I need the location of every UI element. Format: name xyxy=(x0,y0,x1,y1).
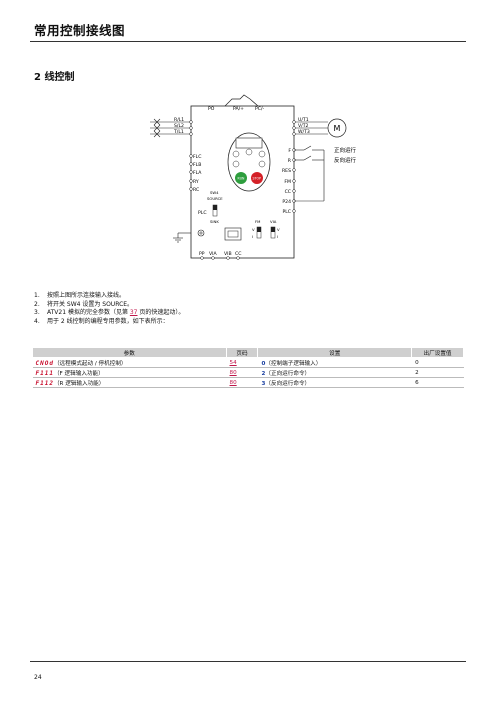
terminal-p24: P24 xyxy=(282,199,291,205)
terminal-fm: FM xyxy=(284,179,291,185)
parameter-table: 参数 页码 设置 出厂设置值 CNOd（远程模式起动 / 停机控制） 54 0（… xyxy=(32,347,464,388)
terminal-vt2: V/T2 xyxy=(298,123,308,129)
keypad-display xyxy=(235,137,263,149)
terminal-rl1: R/L1 xyxy=(174,117,184,123)
header-setting: 设置 xyxy=(257,347,413,358)
i-label-2: I xyxy=(277,234,278,239)
terminal-cc: CC xyxy=(285,189,291,195)
ground-symbol-icon xyxy=(173,232,191,243)
forward-run-label: 正向运行 xyxy=(334,146,357,154)
step-item: 4.用于 2 线控制的编程专用参数，如下表所示： xyxy=(34,317,169,325)
terminal-ry: RY xyxy=(193,179,199,185)
terminal-flb: FLB xyxy=(193,162,201,168)
terminal-ut1: U/T1 xyxy=(298,117,309,123)
table-row: F111（F 逻辑输入功能） 80 2（正向运行命令） 2 xyxy=(32,367,464,378)
step-item: 1.按照上图所示连接输入接线。 xyxy=(34,292,126,299)
header-parameter: 参数 xyxy=(32,347,227,358)
page-link[interactable]: 80 xyxy=(229,369,237,376)
motor-label: M xyxy=(334,124,341,133)
via-label: VIA xyxy=(270,219,277,224)
terminal-r: R xyxy=(288,158,292,164)
param-code: CNOd xyxy=(35,359,54,367)
run-button-icon xyxy=(235,172,247,184)
step-item: 2.将开关 SW4 设置为 SOURCE。 xyxy=(34,300,134,308)
reverse-run-label: 反向运行 xyxy=(334,156,357,164)
sw4-label: SW4 xyxy=(210,190,219,195)
page-header-title: 常用控制接线图 xyxy=(34,23,126,38)
run-label: RUN xyxy=(238,177,246,181)
terminal-f: F xyxy=(288,148,291,154)
plc-switch-label: PLC xyxy=(198,210,207,216)
terminal-plc: PLC xyxy=(282,209,291,215)
terminal-po: PO xyxy=(208,106,215,112)
motor-symbol xyxy=(327,118,347,138)
header-default: 出厂设置值 xyxy=(411,347,464,358)
page-link[interactable]: 54 xyxy=(229,359,237,366)
table-row: CNOd（远程模式起动 / 停机控制） 54 0（控制端子逻辑输入） 0 xyxy=(32,357,464,368)
terminal-rc: RC xyxy=(193,187,199,193)
table-row: F112（R 逻辑输入功能） 80 3（反向运行命令） 6 xyxy=(32,377,464,388)
terminal-vib: VIB xyxy=(224,251,232,257)
terminal-pc: PC/- xyxy=(255,106,265,112)
v-label-2: V xyxy=(277,227,280,232)
page-number: 24 xyxy=(34,674,42,681)
section-title: 2 线控制 xyxy=(34,72,75,83)
param-code: F111 xyxy=(35,369,54,377)
v-label-1: V xyxy=(252,227,255,232)
terminal-fla: FLA xyxy=(193,170,202,176)
stop-label: STOP xyxy=(253,177,261,181)
terminal-res: RES xyxy=(282,168,291,174)
i-label-1: I xyxy=(252,234,253,239)
terminal-via: VIA xyxy=(209,251,217,257)
page-link[interactable]: 80 xyxy=(229,379,237,386)
terminal-cc-bottom: CC xyxy=(235,251,241,257)
wiring-diagram: PO PA/+ PC/- R/L1 S/L2 T/L1 M U/T1 V/T2 … xyxy=(150,94,357,260)
source-label: SOURCE xyxy=(207,196,223,201)
stop-button-icon xyxy=(251,172,263,184)
header-page: 页码 xyxy=(225,347,259,358)
footer-rule xyxy=(30,661,466,662)
terminal-sl2: S/L2 xyxy=(174,123,184,129)
step-item: 3.ATV21 模拟的完全参数（见第 37 页的快速起动）。 xyxy=(34,309,185,317)
terminal-wt3: W/T3 xyxy=(298,129,310,135)
param-code: F112 xyxy=(35,379,54,387)
sink-label: SINK xyxy=(210,219,219,224)
fm-label: FM xyxy=(255,219,260,224)
terminal-pa: PA/+ xyxy=(233,106,244,112)
terminal-pp: PP xyxy=(199,251,205,257)
page-link-37[interactable]: 37 xyxy=(129,309,138,317)
terminal-flc: FLC xyxy=(193,154,201,160)
instruction-steps: 1.按照上图所示连接输入接线。 2.将开关 SW4 设置为 SOURCE。 3.… xyxy=(34,292,184,326)
header-rule xyxy=(30,41,466,42)
terminal-tl1: T/L1 xyxy=(173,129,184,135)
